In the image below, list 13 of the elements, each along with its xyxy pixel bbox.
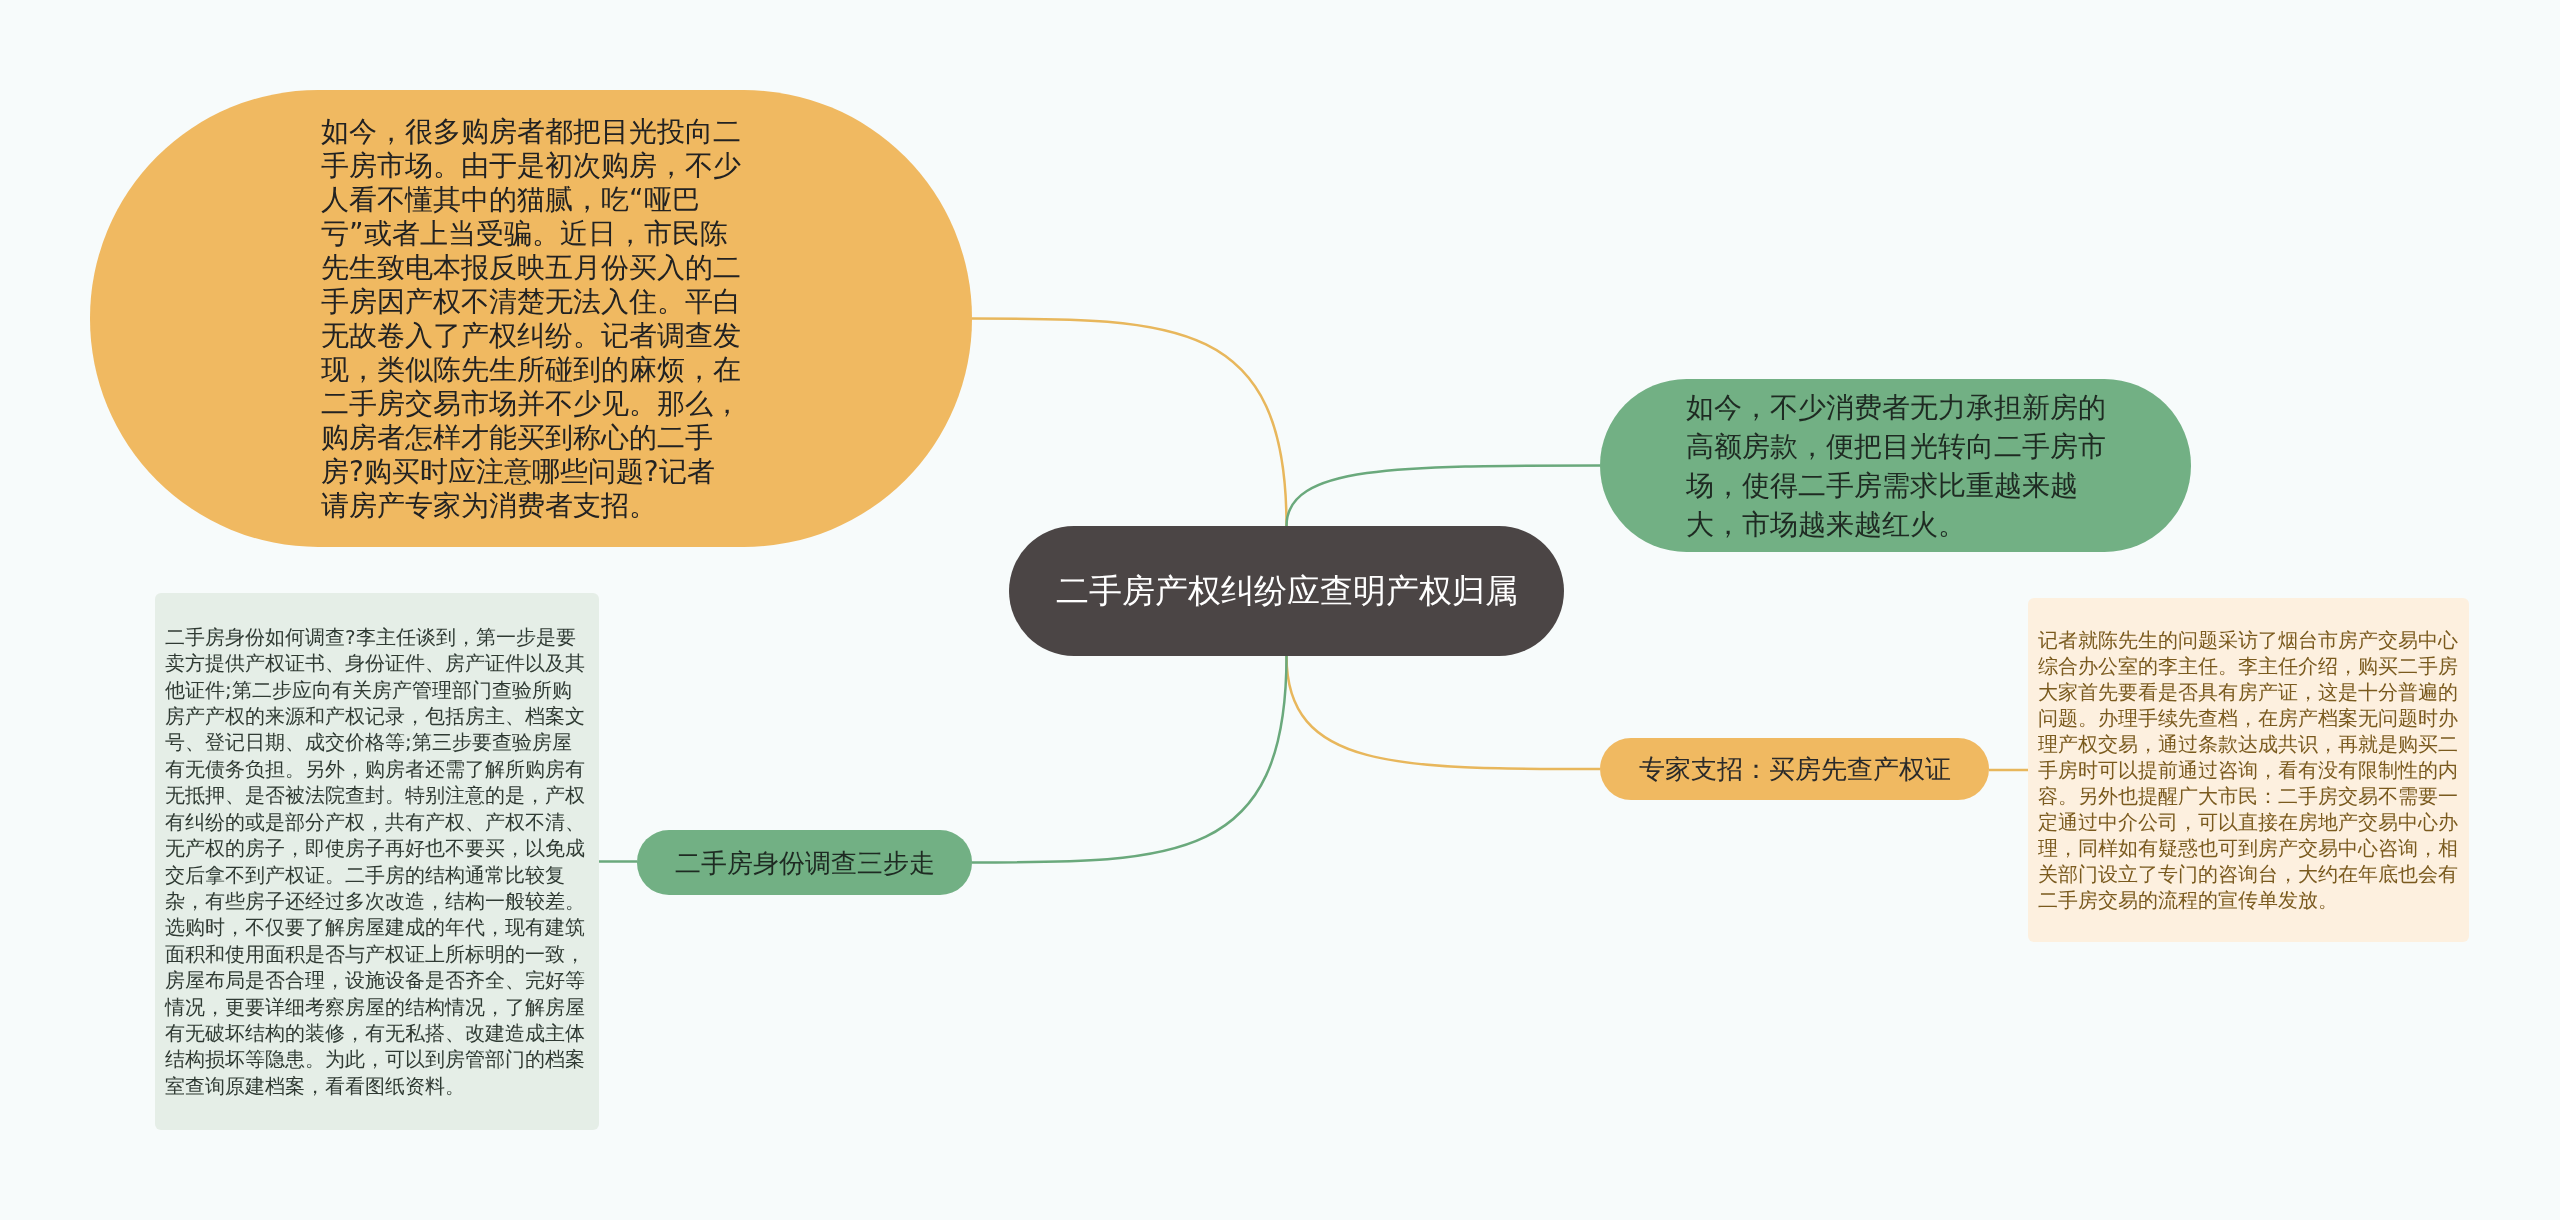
paragraph-text: 如今，很多购房者都把目光投向二手房市场。由于是初次购房，不少人看不懂其中的猫腻，吃“哑巴亏”或者上当受骗。近日，市民陈先生致电本报反映五月份买入的二手房因产权不清楚无法入住。平白无故卷入了产权纠纷。记者调查发现，类似陈先生所碰到的麻烦，在二手房交易市场并不少见。那么，购房者怎样才能买到称心的二手房?购买时应注意哪些问题?记者请房产专家为消费者支招。 [321, 114, 741, 523]
paragraph-text: 如今，不少消费者无力承担新房的高额房款，便把目光转向二手房市场，使得二手房需求比重越来越大，市场越来越红火。 [1685, 389, 2106, 543]
text-card [155, 593, 599, 1130]
node-label: 专家支招：买房先查产权证 [1638, 753, 1951, 786]
paragraph-text: 二手房身份如何调查?李主任谈到，第一步是要卖方提供产权证书、身份证件、房产证件以及其他证件;第二步应向有关房产管理部门查验所购房产产权的来源和产权记录，包括房主、档案文号、登记日期、成交价格等;第三步要查验房屋有无债务负担。另外，购房者还需了解所购房有无抵押、是否被法院查封。特别注意的是，产权有纠纷的或是部分产权，共有产权、产权不清、无产权的房子，即使房子再好也不要买，以免成交后拿不到产权证。二手房的结构通常比较复杂，有些房子还经过多次改造，结构一般较差。选购时，不仅要了解房屋建成的年代，现有建筑面积和使用面积是否与产权证上所标明的一致，房屋布局是否合理，设施设备是否齐全、完好等情况，更要详细考察房屋的结构情况，了解房屋有无破坏结构的装修，有无私搭、改建造成主体结构损坏等隐患。为此，可以到房管部门的档案室查询原建档案，看看图纸资料。 [165, 623, 586, 1100]
topic-title: 二手房产权纠纷应查明产权归属 [1054, 570, 1519, 612]
connector-line [972, 655, 1288, 864]
paragraph-text: 记者就陈先生的问题采访了烟台市房产交易中心综合办公室的李主任。李主任介绍，购买二手房大家首先要看是否具有房产证，这是十分普遍的问题。办理手续先查档，在房产档案无问题时办理产权交易，通过条款达成共识，再就是购买二手房时可以提前通过咨询，看有没有限制性的内容。另外也提醒广大市民：二手房交易不需要一定通过中介公司，可以直接在房地产交易中心办理，同样如有疑惑也可到房产交易中心咨询，相关部门设立了专门的咨询台，大约在年底也会有二手房交易的流程的宣传单发放。 [2038, 627, 2459, 913]
connector-line [1989, 768, 2028, 772]
connector-line [1285, 464, 1600, 527]
text-card [2028, 598, 2469, 942]
connector-line [599, 860, 637, 863]
node-label: 二手房身份调查三步走 [674, 846, 935, 880]
